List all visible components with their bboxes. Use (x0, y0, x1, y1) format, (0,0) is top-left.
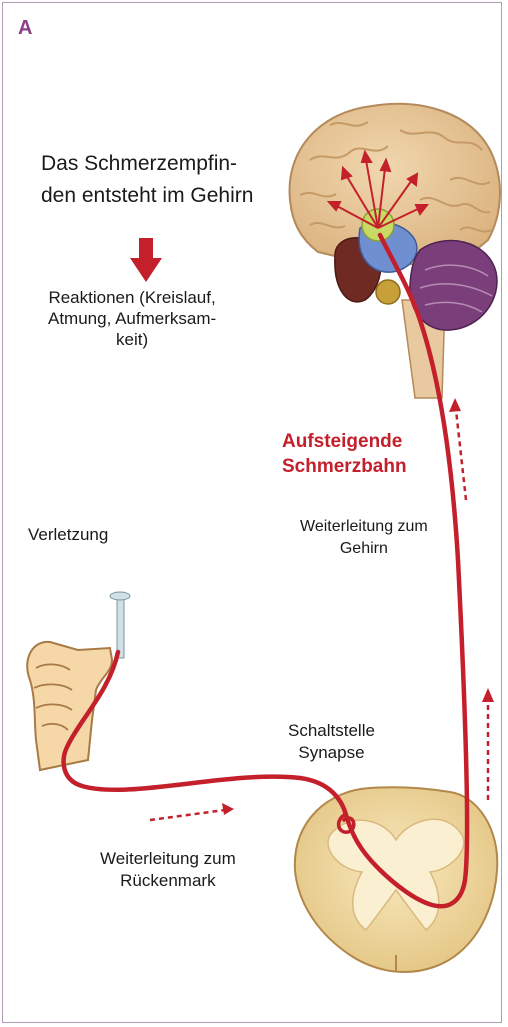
nail (117, 596, 124, 658)
brain (290, 104, 500, 398)
relay-to-brain-label: Weiterleitung zum Gehirn (300, 516, 428, 561)
panel-label: A (18, 16, 32, 40)
injury-label: Verletzung (28, 525, 108, 545)
amygdala (376, 280, 400, 304)
down-arrow-icon (130, 238, 162, 282)
reactions-text: Reaktionen (Kreislauf, Atmung, Aufmerksa… (48, 288, 216, 351)
relay-to-spinal-cord-label: Weiterleitung zum Rückenmark (100, 848, 236, 892)
hand (27, 592, 130, 770)
pathway-title: Aufsteigende Schmerzbahn (282, 430, 407, 479)
synapse-label: Schaltstelle Synapse (288, 720, 375, 764)
brain-perception-text: Das Schmerzempfin- den entsteht im Gehir… (41, 148, 253, 211)
cerebellum (410, 241, 497, 331)
arrow-up-icon (449, 398, 461, 412)
arrow-right-icon (222, 803, 234, 815)
arrow-up-icon (482, 688, 494, 702)
